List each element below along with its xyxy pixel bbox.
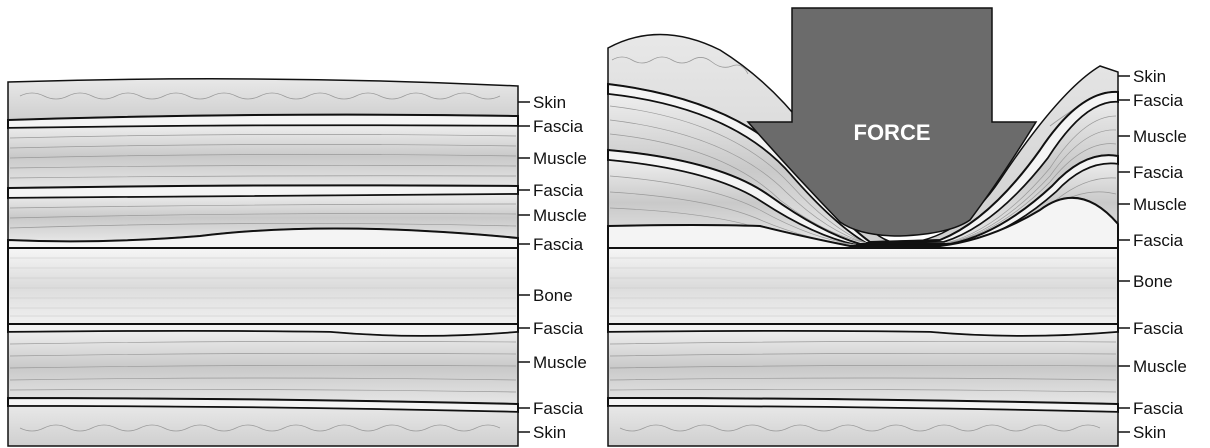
left-label-muscle-3: Muscle	[533, 353, 587, 372]
left-panel	[8, 79, 530, 446]
right-muscle-3	[608, 331, 1118, 404]
right-label-bone: Bone	[1133, 272, 1173, 291]
force-label: FORCE	[854, 120, 931, 145]
left-muscle-3	[8, 331, 518, 404]
right-label-fascia-5: Fascia	[1133, 399, 1184, 418]
left-label-fascia-1: Fascia	[533, 117, 584, 136]
right-label-skin-bottom: Skin	[1133, 423, 1166, 442]
left-label-muscle-1: Muscle	[533, 149, 587, 168]
right-label-muscle-1: Muscle	[1133, 127, 1187, 146]
right-label-muscle-3: Muscle	[1133, 357, 1187, 376]
left-skin-top	[8, 79, 518, 120]
right-label-fascia-4: Fascia	[1133, 319, 1184, 338]
right-label-fascia-1: Fascia	[1133, 91, 1184, 110]
left-label-skin-bottom: Skin	[533, 423, 566, 442]
right-panel: FORCE	[608, 8, 1130, 446]
left-label-fascia-3: Fascia	[533, 235, 584, 254]
left-label-fascia-5: Fascia	[533, 399, 584, 418]
right-labels: Skin Fascia Muscle Fascia Muscle Fascia …	[1133, 67, 1187, 442]
left-label-fascia-4: Fascia	[533, 319, 584, 338]
left-labels: Skin Fascia Muscle Fascia Muscle Fascia …	[533, 93, 587, 442]
right-skin-bottom	[608, 406, 1118, 446]
right-label-muscle-2: Muscle	[1133, 195, 1187, 214]
right-label-skin-top: Skin	[1133, 67, 1166, 86]
right-label-fascia-3: Fascia	[1133, 231, 1184, 250]
left-label-skin-top: Skin	[533, 93, 566, 112]
left-skin-bottom	[8, 406, 518, 446]
left-label-bone: Bone	[533, 286, 573, 305]
right-label-fascia-2: Fascia	[1133, 163, 1184, 182]
left-label-fascia-2: Fascia	[533, 181, 584, 200]
left-label-muscle-2: Muscle	[533, 206, 587, 225]
right-bone	[608, 248, 1118, 324]
left-bone	[8, 248, 518, 324]
